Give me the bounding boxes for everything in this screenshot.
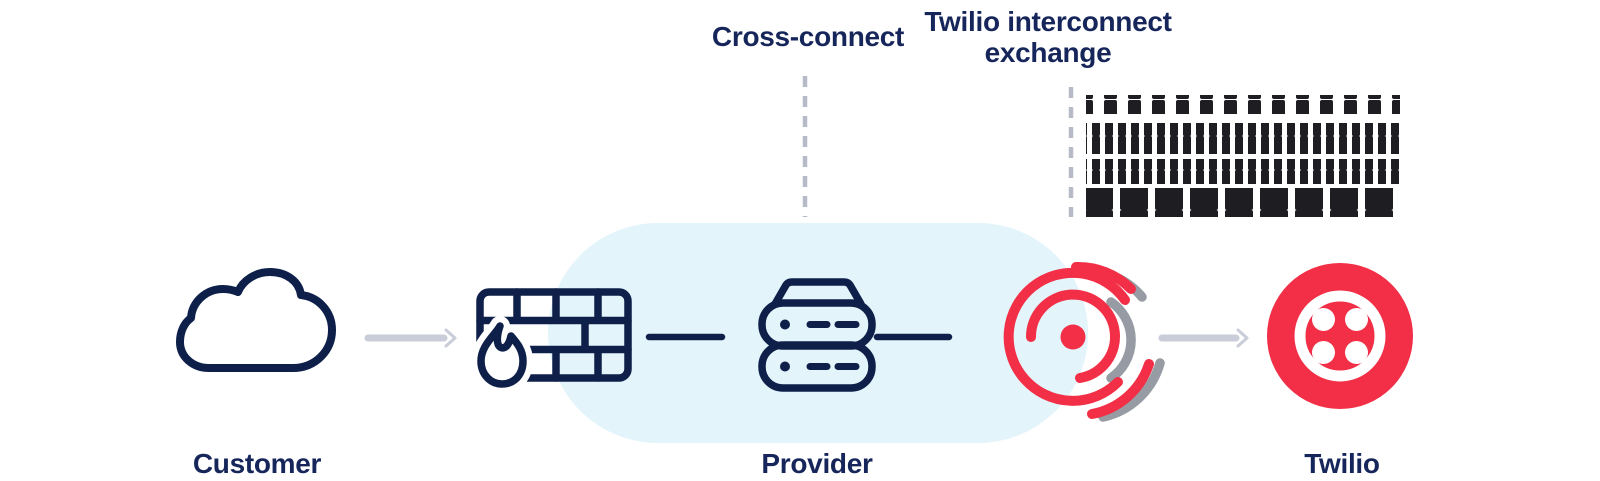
- twilio-interconnect-exchange-label-line2: exchange: [984, 37, 1112, 68]
- connector-exchange-twilio: [1158, 328, 1249, 348]
- interconnect-exchange-icon: [1003, 261, 1165, 422]
- provider-label: Provider: [761, 448, 873, 479]
- twilio-interconnect-exchange-label: Twilio interconnect exchange: [924, 6, 1172, 68]
- twilio-label: Twilio: [1304, 448, 1380, 479]
- provider-container: [548, 223, 1088, 443]
- connector-customer-provider: [364, 328, 457, 348]
- cross-connect-label: Cross-connect: [711, 21, 905, 52]
- customer-label: Customer: [192, 448, 322, 479]
- firewall-icon: [471, 288, 632, 394]
- server-stack-icon: [758, 278, 876, 392]
- artifact-dark-blocks: [1086, 95, 1400, 217]
- cloud-icon: [176, 268, 336, 372]
- twilio-logo: [1267, 263, 1413, 409]
- flame-icon: [471, 316, 533, 394]
- twilio-interconnect-exchange-label-line1: Twilio interconnect: [924, 6, 1172, 37]
